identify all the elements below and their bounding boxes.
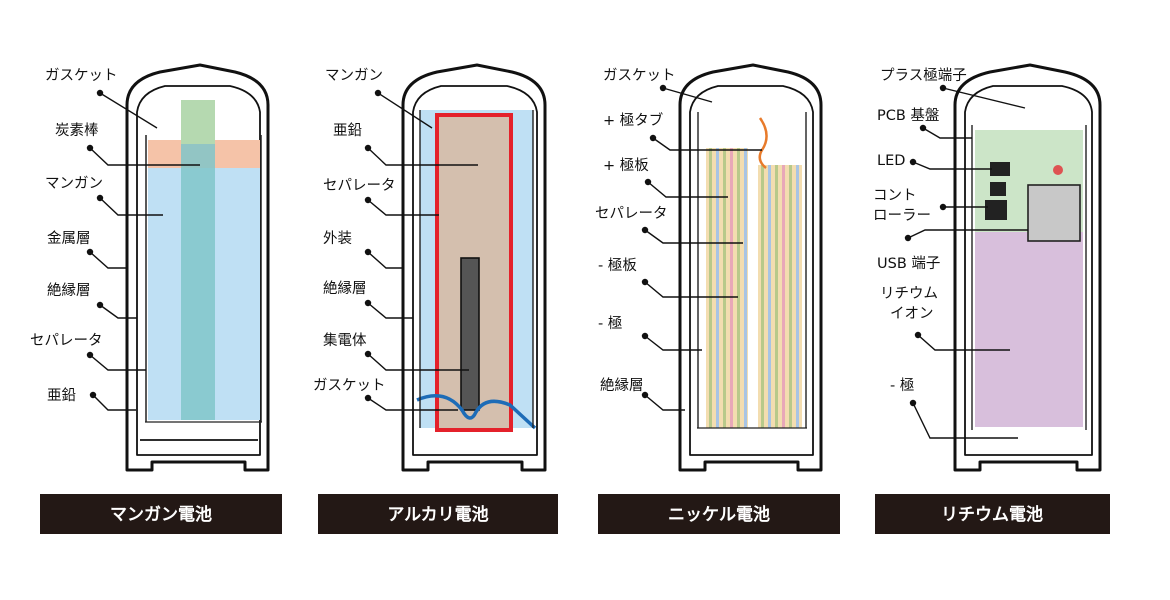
controller-chip-1: [990, 162, 1010, 176]
gasket-line: [416, 394, 537, 430]
battery-nickel-leaders: [641, 84, 762, 411]
battery-alkaline-leaders: [364, 89, 478, 411]
label-carbon-rod: 炭素棒: [55, 122, 99, 139]
label-lithium-2: イオン: [890, 306, 934, 322]
battery-nickel-body: [678, 63, 823, 472]
battery-manganese-body: [125, 63, 270, 472]
label-positive-tab: + 極タブ: [603, 111, 663, 129]
label-separator: セパレータ: [30, 332, 103, 349]
label-usb: USB 端子: [877, 255, 940, 272]
carbon-rod-top: [181, 100, 215, 144]
label-manganese: マンガン: [45, 175, 103, 192]
title-bar-nickel: [598, 494, 840, 534]
label-zinc: 亜鉛: [333, 122, 362, 139]
label-controller-1: コント: [873, 188, 917, 204]
battery-manganese-leaders: [86, 89, 200, 411]
battery-lithium-body: [953, 63, 1102, 472]
lithium-fill: [975, 232, 1083, 427]
separator-outline: [435, 113, 513, 432]
carbon-rod: [181, 100, 215, 420]
label-metal-layer: 金属層: [47, 230, 91, 247]
title-bar-alkaline: [318, 494, 558, 534]
title-bar-lithium: [875, 494, 1110, 534]
battery-nickel-labels: ガスケット + 極タブ + 極板 セパレータ - 極板 - 極 絶縁層: [595, 67, 676, 394]
label-separator: セパレータ: [323, 177, 396, 194]
label-gasket: ガスケット: [313, 377, 386, 394]
label-collector: 集電体: [323, 332, 367, 349]
title-alkaline: アルカリ電池: [387, 504, 488, 525]
label-zinc: 亜鉛: [47, 387, 76, 404]
label-insulation: 絶縁層: [323, 280, 367, 297]
label-controller-2: ローラー: [873, 208, 931, 224]
battery-manganese-labels: ガスケット 炭素棒 マンガン 金属層 絶縁層 セパレータ 亜鉛: [30, 67, 118, 404]
battery-lithium: プラス極端子 PCB 基盤 LED コント ローラー USB 端子 リチウム イ…: [873, 63, 1110, 534]
battery-lithium-labels: プラス極端子 PCB 基盤 LED コント ローラー USB 端子 リチウム イ…: [873, 67, 967, 394]
label-led: LED: [877, 153, 905, 169]
title-lithium: リチウム電池: [941, 504, 1043, 525]
battery-manganese: ガスケット 炭素棒 マンガン 金属層 絶縁層 セパレータ 亜鉛 マンガン電池: [30, 63, 282, 534]
label-negative: - 極: [598, 315, 622, 332]
led-light: [1053, 165, 1063, 175]
label-gasket: ガスケット: [45, 67, 118, 84]
label-separator: セパレータ: [595, 205, 668, 222]
label-gasket: ガスケット: [603, 67, 676, 84]
label-lithium-1: リチウム: [880, 285, 938, 302]
collector: [460, 257, 480, 411]
label-negative-plate: - 極板: [598, 256, 637, 274]
battery-alkaline-body: [401, 63, 547, 472]
battery-alkaline-labels: マンガン 亜鉛 セパレータ 外装 絶縁層 集電体 ガスケット: [313, 67, 396, 394]
battery-nickel: ガスケット + 極タブ + 極板 セパレータ - 極板 - 極 絶縁層 ニッケル…: [595, 63, 840, 534]
label-pcb: PCB 基盤: [877, 107, 939, 124]
label-insulation: 絶縁層: [47, 282, 91, 299]
positive-plate-stripes: [709, 148, 747, 428]
positive-plate: [706, 148, 748, 428]
label-manganese: マンガン: [325, 67, 383, 84]
title-bar-manganese: [40, 494, 282, 534]
label-exterior: 外装: [323, 230, 352, 247]
usb-port: [1027, 184, 1081, 242]
battery-alkaline: マンガン 亜鉛 セパレータ 外装 絶縁層 集電体 ガスケット アルカリ電池: [313, 63, 558, 534]
label-positive-terminal: プラス極端子: [880, 67, 967, 84]
positive-tab: [758, 117, 768, 169]
negative-plate-stripes: [761, 165, 799, 428]
negative-plate: [758, 165, 802, 428]
label-positive-plate: + 極板: [603, 156, 649, 174]
title-nickel: ニッケル電池: [668, 504, 770, 525]
label-insulation: 絶縁層: [600, 377, 644, 394]
title-manganese: マンガン電池: [110, 504, 212, 525]
controller-chip-3: [985, 200, 1007, 220]
controller-chip-2: [990, 182, 1006, 196]
battery-lithium-leaders: [904, 84, 1028, 439]
label-negative: - 極: [890, 377, 914, 394]
